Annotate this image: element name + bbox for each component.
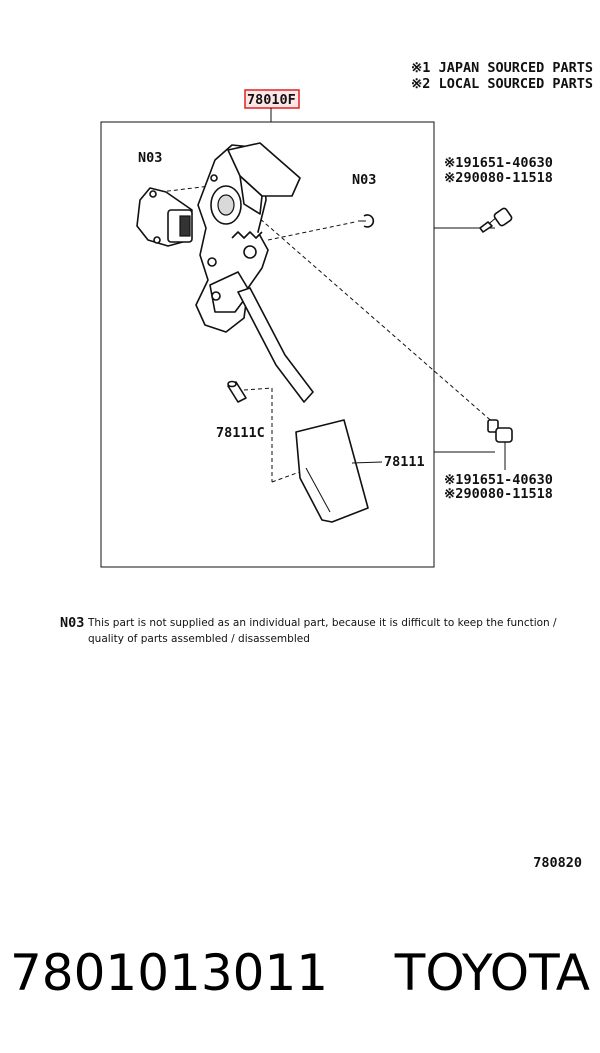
diagram-code: 780820 [533, 855, 582, 871]
label-n03-left[interactable]: N03 [138, 150, 162, 166]
bolt-bottom [487, 419, 513, 470]
assembly-frame [100, 121, 435, 568]
note-line-2: quality of parts assembled / disassemble… [88, 633, 310, 645]
pedal-arm [237, 287, 314, 403]
bolt-top [479, 207, 513, 233]
label-bolt-bottom-local[interactable]: ※290080-11518 [444, 486, 553, 502]
guide-clip [267, 221, 356, 241]
note-code: N03 [60, 615, 84, 631]
note-line-1: This part is not supplied as an individu… [87, 617, 557, 629]
label-n03-right[interactable]: N03 [352, 172, 376, 188]
pedal-bracket [195, 142, 301, 333]
label-pad[interactable]: 78111 [384, 454, 425, 470]
main-part-highlight [244, 89, 300, 109]
footer-part-number: 7801013011 [10, 944, 328, 1002]
guide-pin-h [243, 387, 273, 391]
guide-bolt-lower [249, 209, 497, 426]
legend-japan-sourced: ※1 JAPAN SOURCED PARTS [411, 60, 593, 76]
e-clip [358, 214, 375, 228]
label-pin[interactable]: 78111C [216, 425, 265, 441]
pedal-sensor [136, 187, 193, 247]
pin [227, 380, 247, 403]
label-bolt-top-local[interactable]: ※290080-11518 [444, 170, 553, 186]
label-bolt-bottom-japan[interactable]: ※191651-40630 [444, 472, 553, 488]
label-bolt-top-japan[interactable]: ※191651-40630 [444, 155, 553, 171]
guide-sensor [159, 185, 211, 193]
leader-pad [351, 461, 383, 464]
footer-brand: TOYOTA [394, 944, 590, 1002]
pedal-pad [295, 419, 369, 523]
legend-local-sourced: ※2 LOCAL SOURCED PARTS [411, 76, 593, 92]
main-part-label[interactable]: 78010F [247, 92, 296, 108]
